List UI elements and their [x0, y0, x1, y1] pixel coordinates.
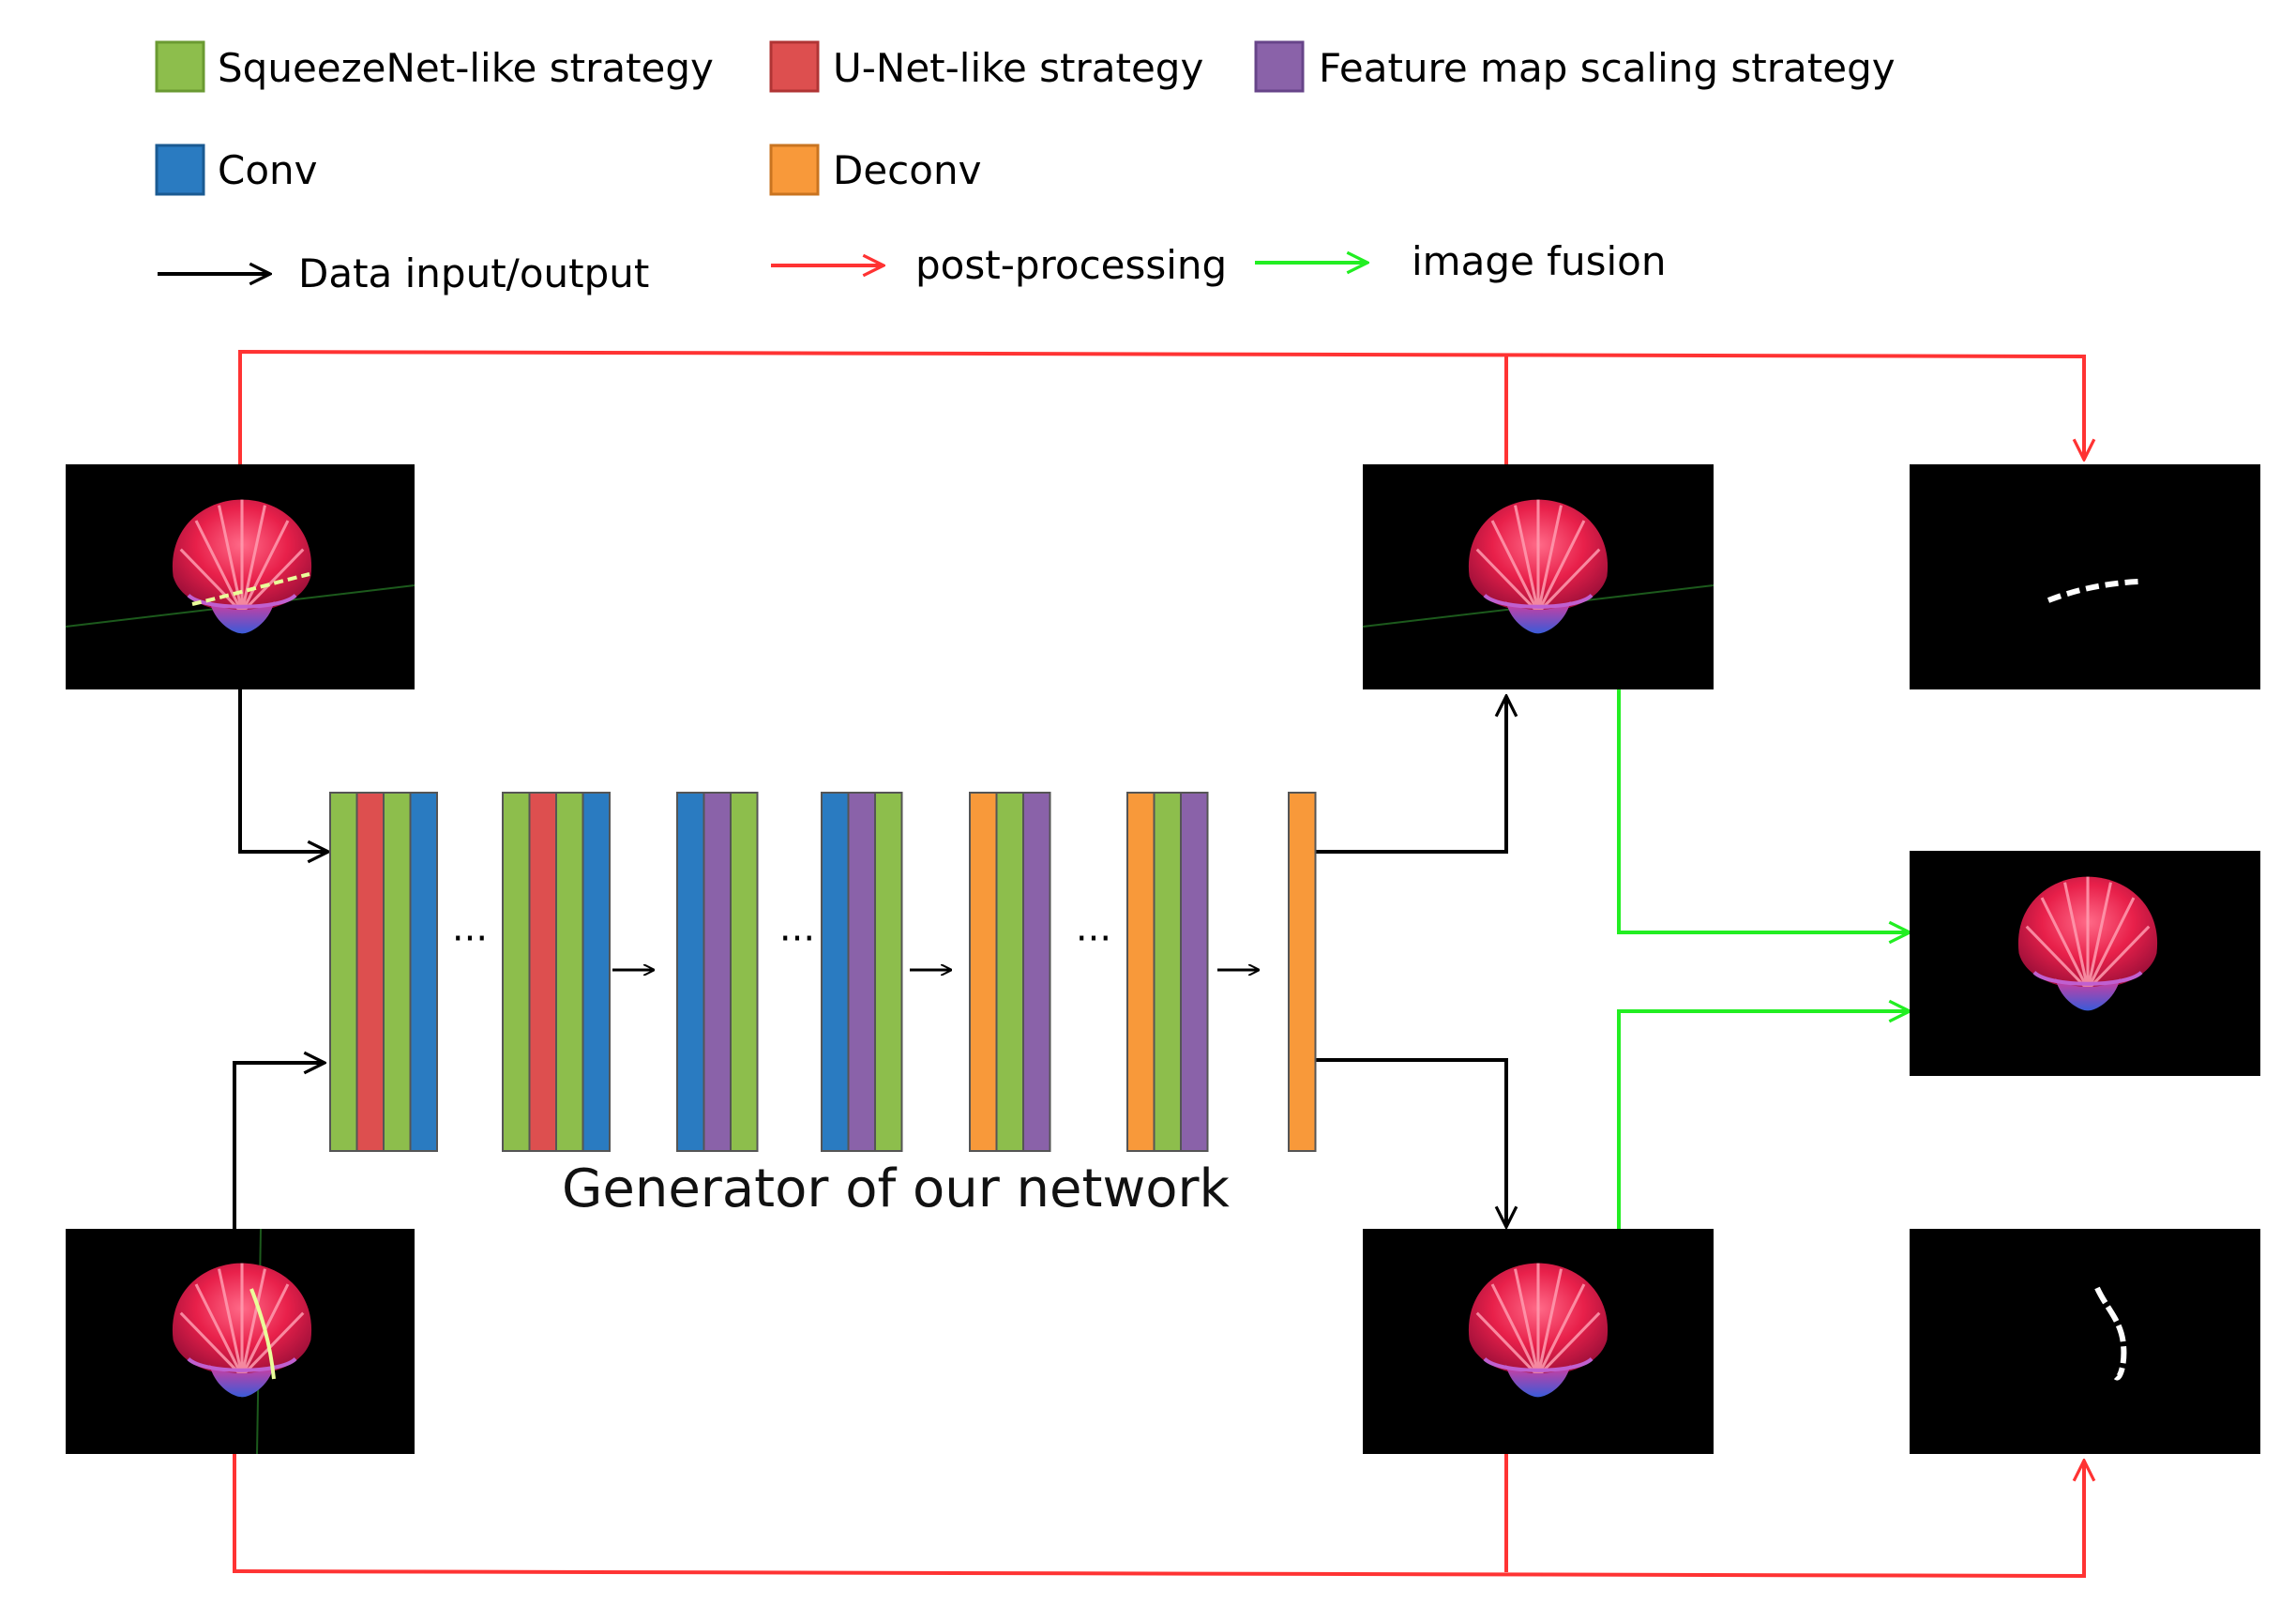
legend-label-deconv: Deconv: [833, 147, 981, 193]
legend-label-scaling: Feature map scaling strategy: [1319, 45, 1896, 91]
layer-squeezenet: [1153, 792, 1182, 1152]
layer-deconv: [969, 792, 998, 1152]
legend-label-squeezenet: SqueezeNet-like strategy: [218, 45, 714, 91]
layer-deconv: [1126, 792, 1156, 1152]
layer-conv: [676, 792, 705, 1152]
input-image-top: [65, 464, 415, 689]
layer-squeezenet: [383, 792, 412, 1152]
layer-conv: [409, 792, 438, 1152]
layer-conv: [582, 792, 611, 1152]
legend-label-data-io: Data input/output: [298, 250, 649, 296]
generator-block: [502, 792, 611, 1152]
legend: SqueezeNet-like strategy U-Net-like stra…: [155, 40, 1896, 296]
legend-swatch-scaling: [1254, 40, 1305, 93]
ellipsis: ···: [452, 917, 488, 961]
input-arrow-top: [238, 689, 328, 852]
output-arrow-bottom: [1316, 1058, 1506, 1227]
legend-label-image-fusion: image fusion: [1412, 238, 1666, 284]
layer-squeezenet: [730, 792, 759, 1152]
layer-scaling: [1022, 792, 1051, 1152]
layer-unet: [528, 792, 557, 1152]
fused-image: [1910, 851, 2260, 1076]
legend-label-conv: Conv: [218, 147, 318, 193]
generator-block: [969, 792, 1051, 1152]
legend-label-post-processing: post-processing: [915, 242, 1227, 288]
layer-scaling: [1180, 792, 1209, 1152]
layer-squeezenet: [555, 792, 584, 1152]
post-processing-top: [238, 349, 2084, 465]
generator-block: [1126, 792, 1209, 1152]
generator-block: [1288, 792, 1317, 1152]
layer-squeezenet: [502, 792, 531, 1152]
fusion-arrow-top: [1617, 689, 1910, 932]
fusion-arrow-bottom: [1617, 1011, 1910, 1229]
layer-scaling: [702, 792, 732, 1152]
layer-deconv: [1288, 792, 1317, 1152]
layer-scaling: [847, 792, 876, 1152]
generator-caption: Generator of our network: [562, 1158, 1231, 1219]
generator-block: [821, 792, 903, 1152]
layer-squeezenet: [995, 792, 1024, 1152]
input-image-bottom: [66, 1228, 415, 1455]
generator-flow: ··· ··· ···: [452, 917, 1259, 970]
legend-swatch-conv: [155, 144, 205, 196]
generated-image-top: [1362, 464, 1714, 689]
legend-swatch-squeezenet: [155, 40, 205, 93]
ellipsis: ···: [779, 917, 815, 961]
post-processing-bottom: [233, 1452, 2084, 1579]
legend-swatch-deconv: [769, 144, 820, 196]
generator-blocks: [329, 792, 1317, 1152]
layer-squeezenet: [874, 792, 903, 1152]
ellipsis: ···: [1076, 917, 1111, 961]
connections: [233, 349, 2084, 1579]
legend-label-unet: U-Net-like strategy: [833, 45, 1203, 91]
generator-block: [676, 792, 759, 1152]
layer-squeezenet: [329, 792, 358, 1152]
generator-block: [329, 792, 438, 1152]
laser-line-image-top: [1910, 464, 2260, 689]
layer-unet: [355, 792, 385, 1152]
layer-conv: [821, 792, 850, 1152]
laser-line-image-bottom: [1910, 1229, 2260, 1454]
generated-image-bottom: [1363, 1229, 1714, 1454]
legend-swatch-unet: [769, 40, 820, 93]
input-arrow-bottom: [233, 1063, 325, 1232]
output-arrow-top: [1316, 696, 1506, 854]
